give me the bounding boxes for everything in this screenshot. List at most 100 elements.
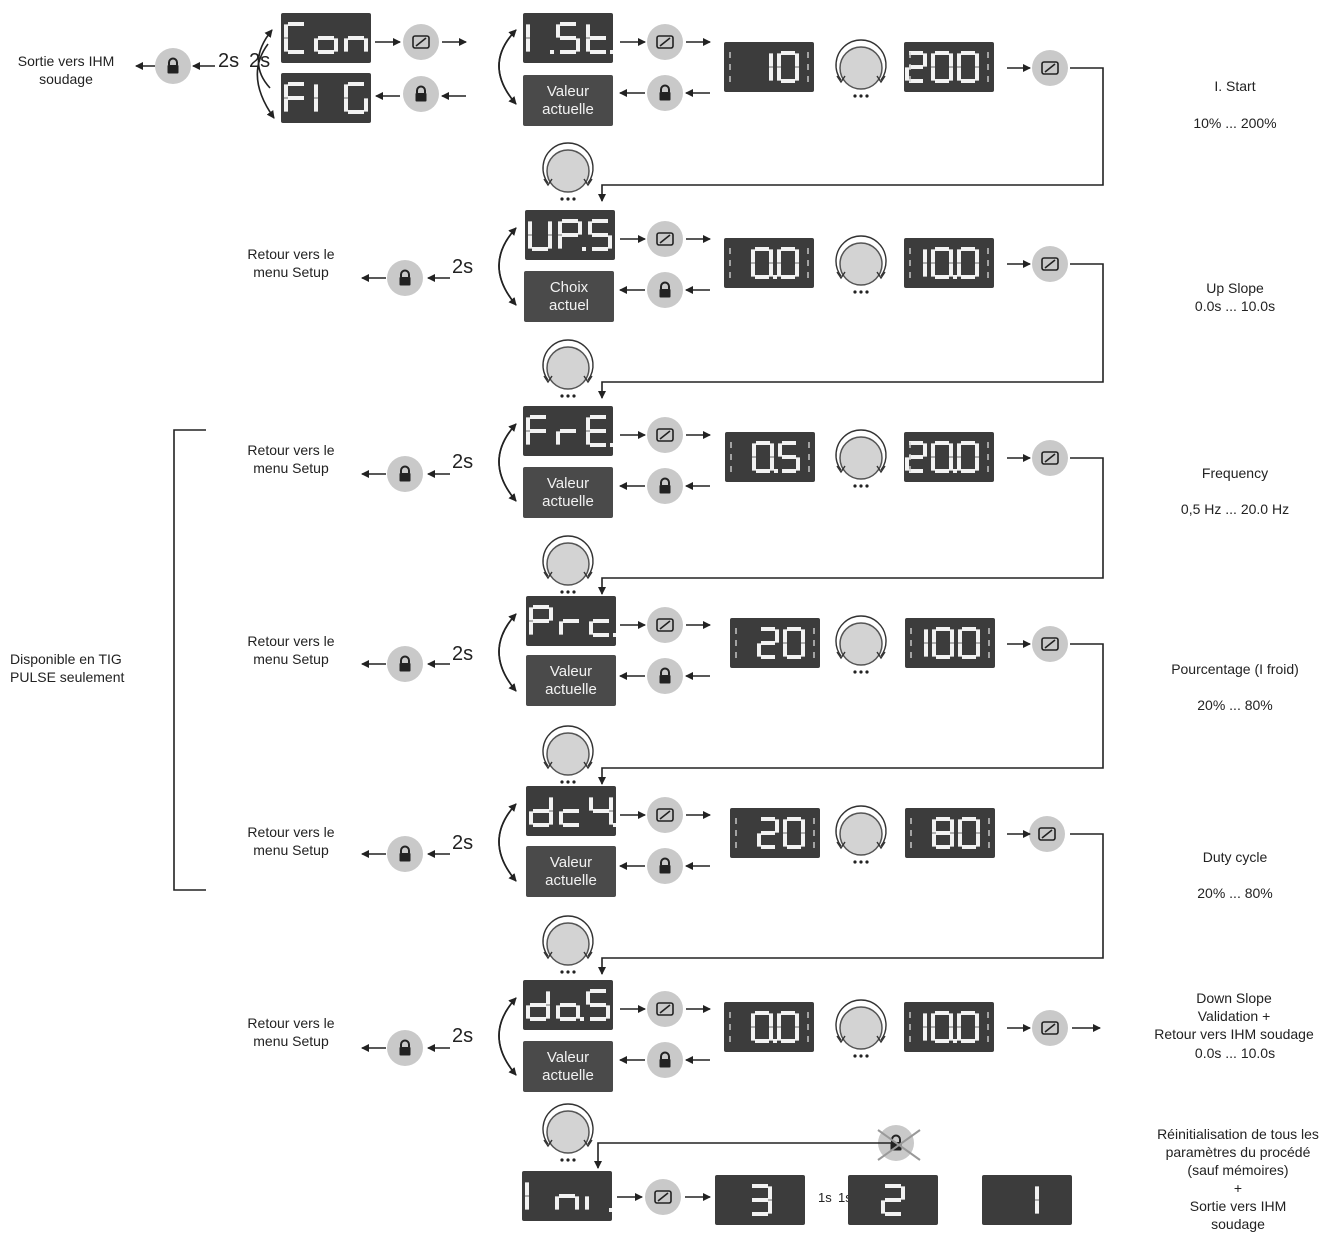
time-1s-a: 1s [818,1190,832,1205]
rotary-knob-icon [835,999,887,1058]
rotary-knob-icon [542,142,594,201]
validate-button-end-1[interactable] [1032,246,1068,282]
validate-icon [1041,61,1059,75]
param-code-5 [523,980,613,1030]
ini-validate-button[interactable] [645,1179,681,1215]
lock-icon [399,269,411,286]
value-knob-1[interactable] [829,232,893,303]
time-2s-r2: 2s [452,451,474,473]
code-display-con [281,13,371,63]
max-value-2 [904,432,994,482]
ini-note: Réinitialisation de tous les paramètres … [1157,1126,1319,1232]
nav-knob-0[interactable] [536,139,600,210]
param-title-1: Up Slope [1206,280,1264,296]
lock-icon [399,655,411,672]
validate-icon [1041,1021,1059,1035]
rotary-knob-icon [835,429,887,488]
validate-button-end-4[interactable] [1029,816,1065,852]
lock-button-retour-4[interactable] [387,836,423,872]
param-code-2 [523,406,613,456]
param-title-0: I. Start [1214,78,1256,94]
lock-button-retour-5[interactable] [387,1030,423,1066]
validate-button-end-0[interactable] [1032,50,1068,86]
param-code-0 [523,13,613,63]
current-value-box-4: Valeur actuelle [526,846,616,897]
rotary-knob-icon [542,1103,594,1162]
retour-label-3: Retour vers le menu Setup [247,633,335,667]
max-value-5 [904,1002,994,1052]
lock-button-retour-2[interactable] [387,456,423,492]
validate-icon [1041,451,1059,465]
lock-button-2[interactable] [647,468,683,504]
nav-knob-3[interactable] [536,722,600,793]
countdown-3 [715,1175,805,1225]
ini-code-display [522,1171,612,1221]
validate-button-end-5[interactable] [1032,1010,1068,1046]
max-value-1 [904,238,994,288]
nav-knob-4[interactable] [536,912,600,983]
rotary-knob-icon [835,805,887,864]
code-display-fig [281,73,371,123]
retour-label-2: Retour vers le menu Setup [247,442,335,476]
current-value-box-2: Valeur actuelle [523,467,613,518]
lock-button-exit[interactable] [155,48,191,84]
param-range-3: 20% ... 80% [1197,697,1273,713]
min-value-5 [724,1002,814,1052]
nav-knob-1[interactable] [536,336,600,407]
lock-button-1[interactable] [647,272,683,308]
current-choice-box-1: Choix actuel [524,271,614,322]
param-range-0: 10% ... 200% [1193,115,1277,131]
lock-icon [399,1039,411,1056]
nav-knob-2[interactable] [536,532,600,603]
validate-icon [656,618,674,632]
lock-button-4[interactable] [647,848,683,884]
lock-button-3[interactable] [647,658,683,694]
value-knob-2[interactable] [829,426,893,497]
value-knob-3[interactable] [829,612,893,683]
min-value-1 [724,238,814,288]
param-range-5: 0.0s ... 10.0s [1194,1045,1276,1061]
ini-nav-knob[interactable] [536,1100,600,1171]
time-2s-r3: 2s [452,643,474,665]
validate-icon [412,35,430,49]
value-knob-4[interactable] [829,802,893,873]
lock-button-5[interactable] [647,1042,683,1078]
validate-button-end-2[interactable] [1032,440,1068,476]
validate-icon [654,1190,672,1204]
countdown-1 [982,1175,1072,1225]
rotary-knob-icon [835,235,887,294]
validate-button-3[interactable] [647,607,683,643]
param-range-2: 0,5 Hz ... 20.0 Hz [1180,501,1290,517]
value-knob-5[interactable] [829,996,893,1067]
time-2s-a: 2s [218,50,240,72]
validate-icon [1038,827,1056,841]
validate-button-1[interactable] [647,221,683,257]
rotary-knob-icon [835,39,887,98]
validate-button-0[interactable] [647,24,683,60]
param-range-4: 20% ... 80% [1197,885,1273,901]
lock-icon [415,85,427,102]
validate-button-2[interactable] [647,417,683,453]
lock-button-0[interactable] [647,75,683,111]
validate-button-end-3[interactable] [1032,626,1068,662]
validate-button-top[interactable] [403,24,439,60]
rotary-knob-icon [835,615,887,674]
current-value-box-3: Valeur actuelle [526,655,616,706]
rotary-knob-icon [542,915,594,974]
max-value-4 [905,808,995,858]
param-code-4 [526,786,616,836]
rotary-knob-icon [542,535,594,594]
validate-button-5[interactable] [647,991,683,1027]
lock-icon [659,84,671,101]
value-knob-0[interactable] [829,36,893,107]
lock-icon [659,281,671,298]
retour-label-4: Retour vers le menu Setup [247,824,335,858]
lock-button-retour-3[interactable] [387,646,423,682]
lock-button-top[interactable] [403,76,439,112]
param-title-2: Frequency [1201,465,1269,481]
validate-button-4[interactable] [647,797,683,833]
param-code-3 [526,596,616,646]
lock-button-retour-1[interactable] [387,260,423,296]
validate-icon [656,808,674,822]
